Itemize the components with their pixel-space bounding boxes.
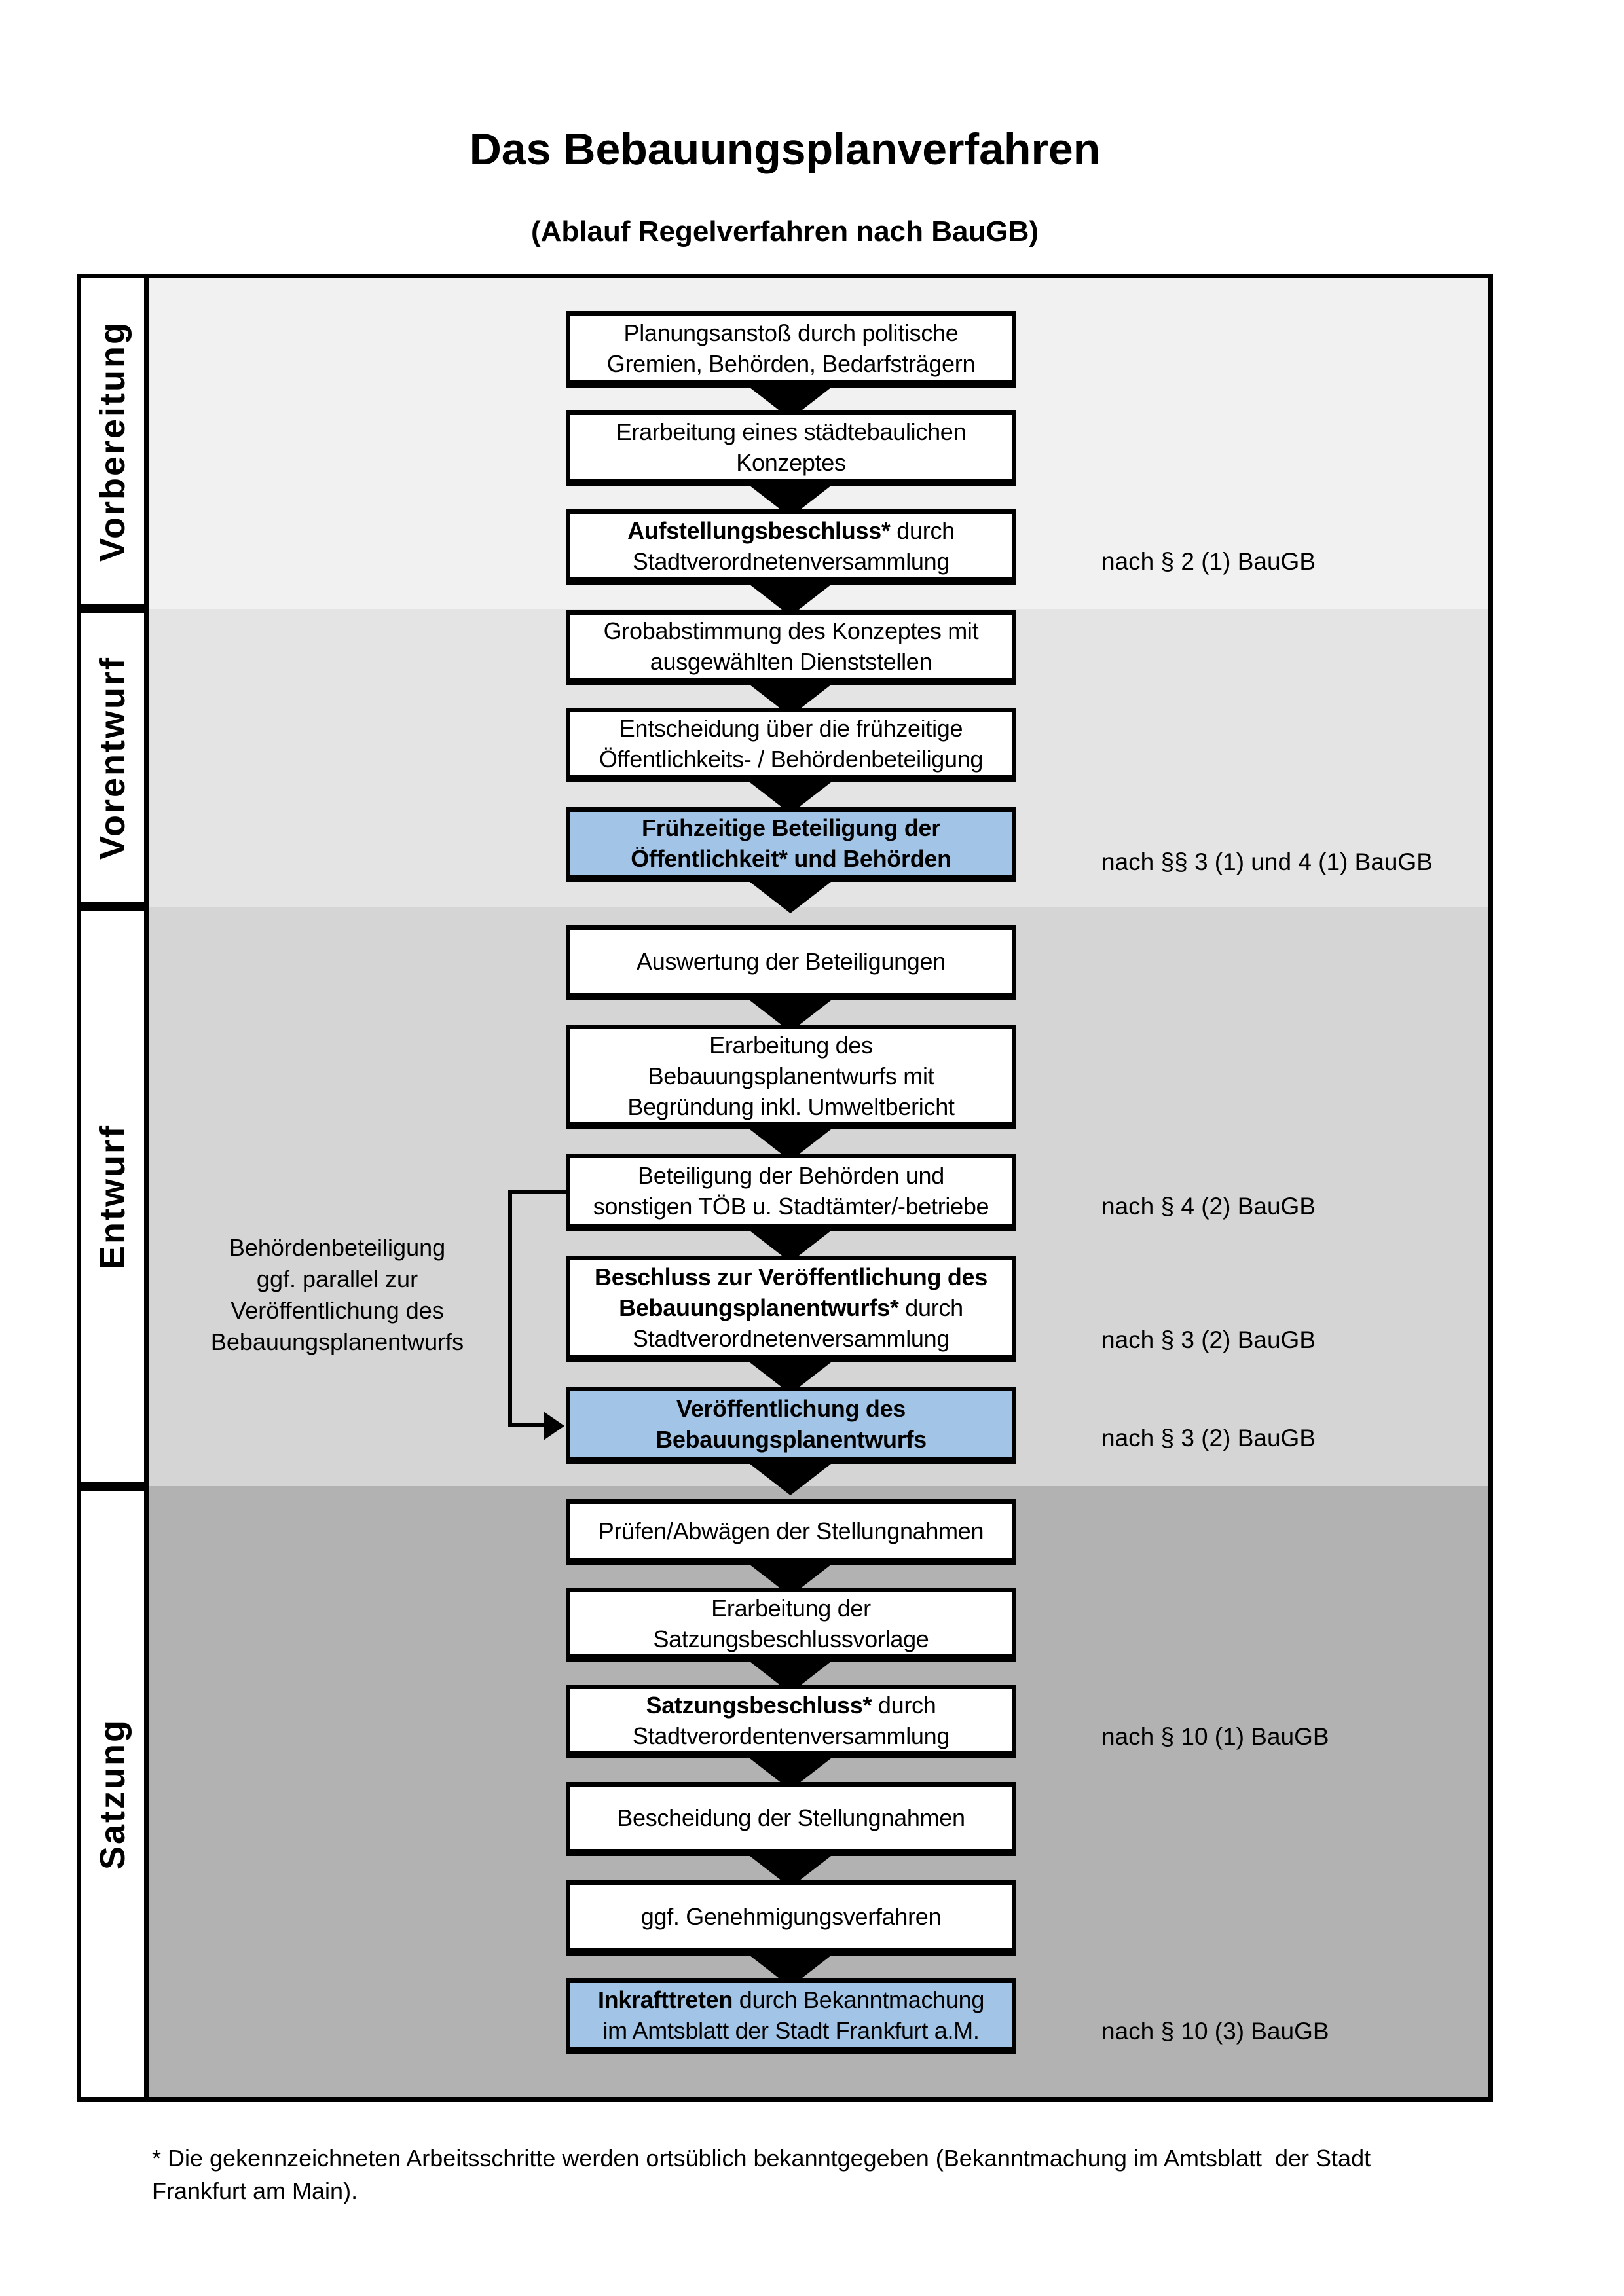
- legal-annotation: nach § 3 (2) BauGB: [1101, 1326, 1316, 1353]
- phase-label-entwurf: Entwurf: [77, 907, 149, 1486]
- flow-box-text: Satzungsbeschluss* durch Stadtverordente…: [632, 1691, 950, 1749]
- flow-box-pruefen-abwaegen-stellungnahmen: Prüfen/Abwägen der Stellungnahmen: [566, 1499, 1016, 1565]
- flow-box-text: Entscheidung über die frühzeitige Öffent…: [599, 715, 984, 773]
- page-title: Das Bebauungsplanverfahren: [469, 124, 1101, 174]
- flow-box-text: Frühzeitige Beteiligung der Öffentlichke…: [631, 814, 951, 872]
- flow-box-fruehzeitige-beteiligung: Frühzeitige Beteiligung der Öffentlichke…: [566, 807, 1016, 882]
- flow-box-text: Auswertung der Beteiligungen: [637, 948, 946, 975]
- flow-box-text: Veröffentlichung des Bebauungsplanentwur…: [655, 1395, 927, 1453]
- flow-box-aufstellungsbeschluss: Aufstellungsbeschluss* durch Stadtverord…: [566, 509, 1016, 585]
- flow-box-bescheidung-stellungnahmen: Bescheidung der Stellungnahmen: [566, 1782, 1016, 1856]
- flow-box-genehmigungsverfahren: ggf. Genehmigungsverfahren: [566, 1880, 1016, 1956]
- flow-box-text: Erarbeitung der Satzungsbeschlussvorlage: [653, 1594, 929, 1652]
- flow-box-entscheidung-fruehzeitige-beteiligung: Entscheidung über die frühzeitige Öffent…: [566, 708, 1016, 782]
- flow-box-text: Planungsanstoß durch politische Gremien,…: [606, 319, 976, 377]
- phase-label-text: Vorentwurf: [93, 656, 132, 860]
- phase-label-text: Satzung: [93, 1718, 132, 1870]
- legal-annotation: nach § 2 (1) BauGB: [1101, 548, 1316, 575]
- flow-box-text: Aufstellungsbeschluss* durch Stadtverord…: [627, 517, 955, 575]
- parallel-branch-line-vertical: [508, 1190, 512, 1427]
- flow-box-staedtebauliches-konzept: Erarbeitung eines städtebaulichen Konzep…: [566, 410, 1016, 486]
- parallel-branch-line-bottom: [508, 1423, 546, 1427]
- phase-label-text: Entwurf: [93, 1123, 132, 1269]
- legal-annotation: nach § 10 (3) BauGB: [1101, 2018, 1329, 2045]
- flow-box-planungsanstoss: Planungsanstoß durch politische Gremien,…: [566, 311, 1016, 388]
- flow-box-inkrafttreten: Inkrafttreten durch Bekanntmachung im Am…: [566, 1978, 1016, 2054]
- flow-box-veroeffentlichung-entwurf: Veröffentlichung des Bebauungsplanentwur…: [566, 1387, 1016, 1464]
- flow-arrow-icon: [750, 882, 831, 913]
- legal-annotation: nach § 4 (2) BauGB: [1101, 1193, 1316, 1220]
- flow-box-beteiligung-behoerden-toeb: Beteiligung der Behörden und sonstigen T…: [566, 1154, 1016, 1231]
- flow-box-erarbeitung-bebauungsplanentwurf: Erarbeitung des Bebauungsplanentwurfs mi…: [566, 1025, 1016, 1129]
- page-subtitle: (Ablauf Regelverfahren nach BauGB): [530, 215, 1039, 247]
- flow-box-text: Prüfen/Abwägen der Stellungnahmen: [598, 1517, 984, 1544]
- phase-label-text: Vorbereitung: [93, 320, 132, 562]
- flow-box-beschluss-veroeffentlichung: Beschluss zur Veröffentlichung des Bebau…: [566, 1256, 1016, 1362]
- phase-label-vorbereitung: Vorbereitung: [77, 274, 149, 609]
- phase-label-satzung: Satzung: [77, 1486, 149, 2102]
- flow-box-auswertung-beteiligungen: Auswertung der Beteiligungen: [566, 925, 1016, 1000]
- flow-box-text: Erarbeitung eines städtebaulichen Konzep…: [616, 418, 967, 476]
- flow-box-text: Bescheidung der Stellungnahmen: [617, 1804, 965, 1831]
- legal-annotation: nach § 10 (1) BauGB: [1101, 1723, 1329, 1750]
- flow-box-text: Erarbeitung des Bebauungsplanentwurfs mi…: [627, 1031, 955, 1120]
- flow-box-text: Inkrafttreten durch Bekanntmachung im Am…: [597, 1986, 985, 2044]
- legal-annotation: nach §§ 3 (1) und 4 (1) BauGB: [1101, 848, 1433, 875]
- phase-label-vorentwurf: Vorentwurf: [77, 609, 149, 907]
- flow-box-satzungsbeschluss: Satzungsbeschluss* durch Stadtverordente…: [566, 1685, 1016, 1758]
- legal-annotation: nach § 3 (2) BauGB: [1101, 1425, 1316, 1451]
- side-note: Behördenbeteiligung ggf. parallel zur Ve…: [210, 1234, 464, 1355]
- flow-arrow-icon: [750, 1464, 831, 1495]
- flow-box-text: Beteiligung der Behörden und sonstigen T…: [593, 1162, 989, 1220]
- flow-box-satzungsbeschlussvorlage: Erarbeitung der Satzungsbeschlussvorlage: [566, 1588, 1016, 1662]
- flow-box-text: ggf. Genehmigungsverfahren: [640, 1903, 942, 1930]
- parallel-branch-line-top: [508, 1190, 566, 1194]
- footnote: * Die gekennzeichneten Arbeitsschritte w…: [152, 2145, 1371, 2204]
- parallel-branch-arrow-icon: [544, 1412, 564, 1440]
- flow-box-text: Grobabstimmung des Konzeptes mit ausgewä…: [603, 617, 979, 675]
- flow-box-grobabstimmung: Grobabstimmung des Konzeptes mit ausgewä…: [566, 610, 1016, 685]
- flow-box-text: Beschluss zur Veröffentlichung des Bebau…: [595, 1264, 987, 1352]
